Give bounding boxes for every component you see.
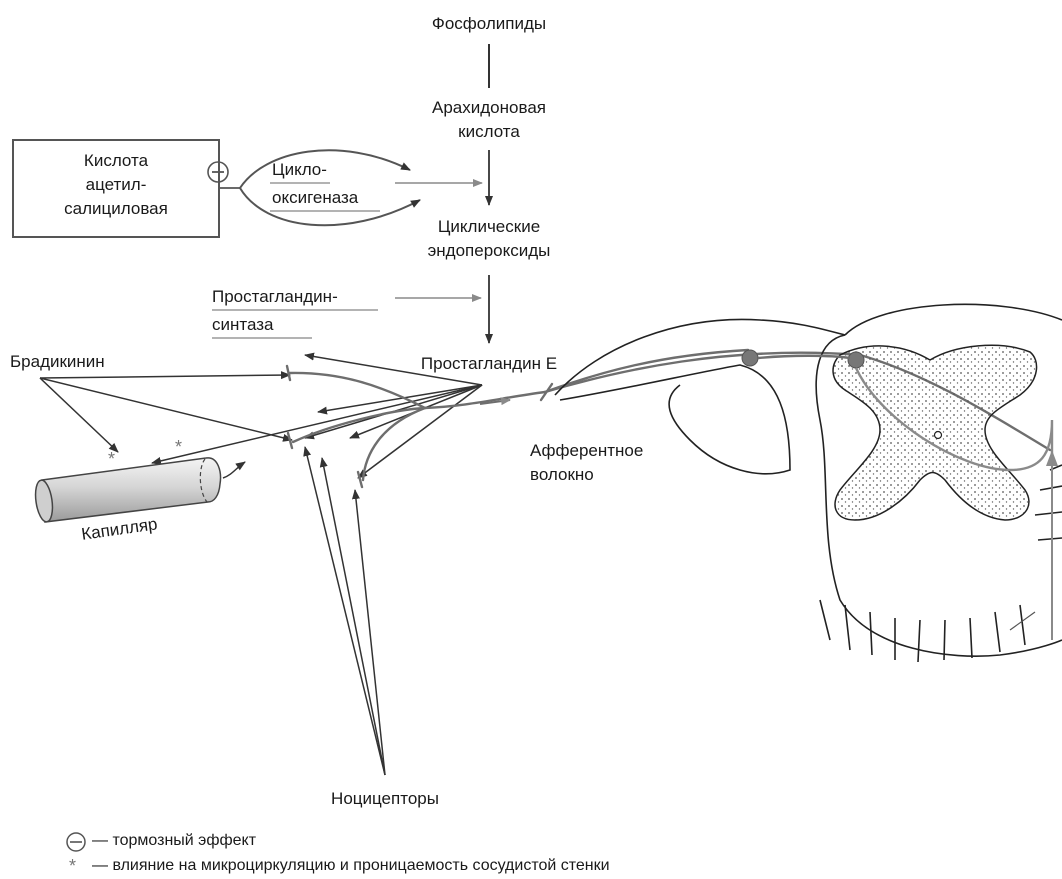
- legend-micro-text: — влияние на микроциркуляцию и проницаем…: [92, 857, 610, 875]
- pgsynthase-label-1: Простагландин-: [212, 286, 338, 308]
- cox-label-1: Цикло-: [272, 159, 327, 181]
- legend-inhibit-text: — тормозный эффект: [92, 832, 256, 850]
- pge-label: Простагландин Е: [394, 353, 584, 375]
- endoperoxides-label-1: Циклические: [399, 216, 579, 238]
- aspirin-box: Кислота ацетил- салициловая: [12, 139, 220, 238]
- aspirin-label-3: салициловая: [14, 198, 218, 220]
- capillary: [33, 458, 220, 523]
- aspirin-label-1: Кислота: [14, 150, 218, 172]
- afferent-label-2: волокно: [530, 464, 594, 486]
- nociceptor-arrows: [305, 447, 385, 775]
- capillary-to-nerve-arrow: [223, 462, 245, 478]
- pgsynthase-label-2: синтаза: [212, 314, 274, 336]
- bradykinin-label: Брадикинин: [10, 351, 105, 373]
- micro-asterisk-2: *: [175, 437, 182, 457]
- nociceptors-label: Ноцицепторы: [310, 788, 460, 810]
- cox-label-2: оксигеназа: [272, 187, 358, 209]
- micro-asterisk-1: *: [108, 449, 115, 469]
- aspirin-label-2: ацетил-: [14, 174, 218, 196]
- ganglion-neuron: [742, 350, 758, 366]
- arachidonic-label-1: Арахидоновая: [404, 97, 574, 119]
- bradykinin-arrows: [40, 375, 292, 452]
- arachidonic-label-2: кислота: [404, 121, 574, 143]
- endoperoxides-label-2: эндопероксиды: [399, 240, 579, 262]
- dorsal-horn-neuron: [848, 352, 864, 368]
- phospholipids-label: Фосфолипиды: [414, 13, 564, 35]
- legend-micro-symbol: *: [69, 856, 76, 877]
- afferent-label-1: Афферентное: [530, 440, 643, 462]
